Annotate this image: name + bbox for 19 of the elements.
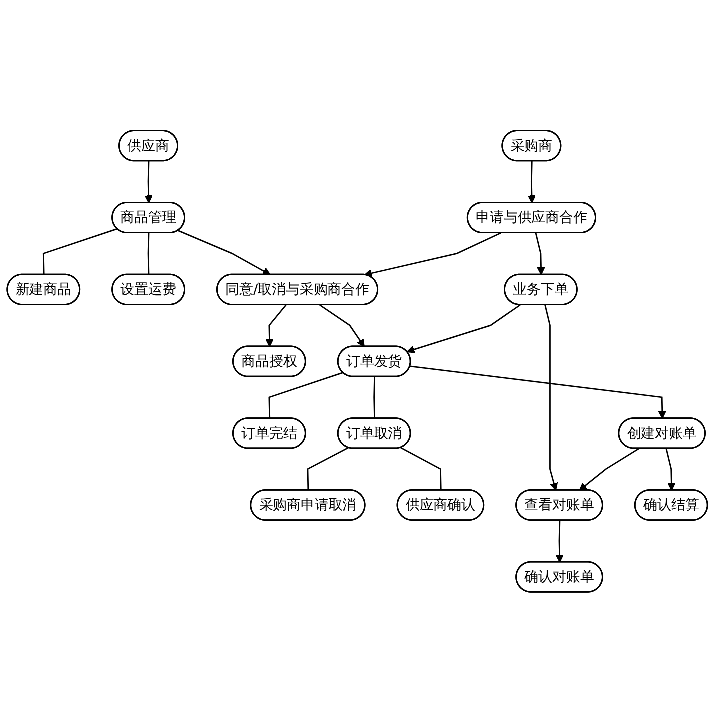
arrow (579, 448, 640, 492)
arrow (535, 233, 546, 276)
arrow (266, 304, 287, 348)
connector (307, 447, 349, 491)
connector (148, 233, 150, 276)
arrow (544, 305, 558, 492)
connector (374, 377, 376, 419)
arrow (178, 230, 271, 276)
arrow (556, 520, 564, 563)
arrow (528, 161, 536, 204)
arrow (320, 304, 365, 348)
arrow (406, 304, 521, 354)
arrow (666, 448, 676, 492)
arrow (364, 232, 502, 278)
arrow (144, 161, 153, 204)
connector (268, 372, 344, 419)
connector (400, 447, 442, 491)
arrow (410, 366, 666, 420)
connector (42, 228, 118, 276)
